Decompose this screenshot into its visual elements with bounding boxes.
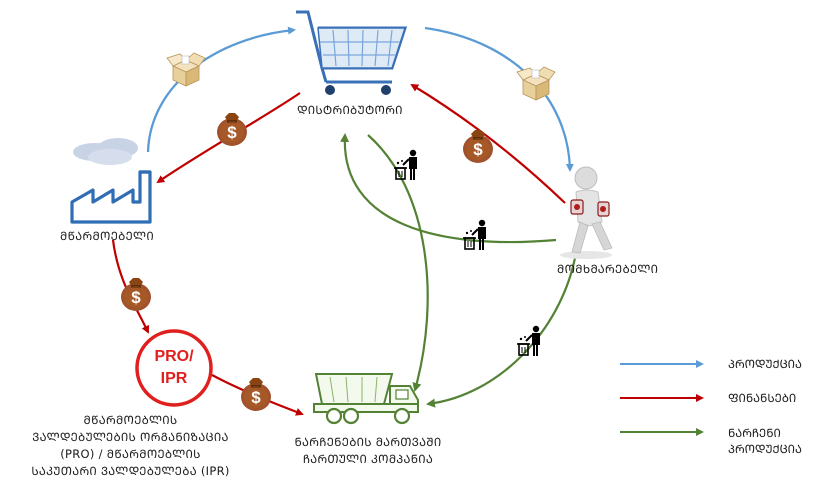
pro-ipr-caption-line: (PRO) / ᲛᲬᲐᲠᲛᲝᲔᲑᲚᲘᲡ [60, 447, 201, 461]
legend-arrowhead-waste [696, 428, 704, 436]
waste-company-label-line: ᲩᲐᲠᲗᲣᲚᲘ ᲙᲝᲛᲞᲐᲜᲘᲐ [302, 452, 434, 466]
pro-ipr-caption-line: ᲡᲐᲙᲣᲗᲐᲠᲘ ᲕᲐᲚᲓᲔᲑᲣᲚᲔᲑᲐ (IPR) [31, 464, 230, 478]
waste-arrow-consumer-to-waste-company [426, 257, 577, 408]
shopping-cart-icon [296, 10, 408, 95]
box-icon [166, 52, 206, 87]
producer-label: ᲛᲬᲐᲠᲛᲝᲔᲑᲔᲚᲘ [60, 229, 154, 243]
pro-ipr-caption-line: ᲕᲐᲚᲓᲔᲑᲣᲚᲔᲑᲘᲡ ᲝᲠᲒᲐᲜᲘᲖᲐᲪᲘᲐ [32, 430, 229, 444]
product-arrow-distributor-to-consumer [424, 26, 574, 172]
money-bag-icon [241, 378, 271, 411]
trash-bin-icon [516, 324, 541, 357]
waste-company-label: ᲜᲐᲠᲩᲔᲜᲔᲑᲘᲡ ᲛᲐᲠᲗᲕᲐᲨᲘ ᲩᲐᲠᲗᲣᲚᲘ ᲙᲝᲛᲞᲐᲜᲘᲐ [268, 434, 468, 468]
legend-label-waste: ᲜᲐᲠᲩᲔᲜᲘ ᲞᲠᲝᲓᲣᲥᲪᲘᲐ [728, 426, 802, 456]
trash-bin-icon [393, 148, 418, 181]
pro-ipr-badge-line1: PRO/ [154, 348, 194, 365]
pro-ipr-badge: PRO/ IPR [135, 329, 213, 407]
waste-arrow-consumer-to-distributor [340, 133, 557, 244]
truck-icon [313, 373, 419, 425]
money-bag-icon [121, 278, 151, 311]
legend [620, 360, 704, 436]
legend-arrowhead-finance [696, 394, 704, 402]
money-bag-icon [463, 130, 493, 163]
factory-icon [70, 138, 152, 224]
consumer-label: ᲛᲝᲛᲮᲛᲐᲠᲔᲑᲔᲚᲘ [557, 262, 659, 276]
pro-ipr-badge-line2: IPR [161, 370, 188, 387]
box-icon [516, 66, 556, 101]
legend-label-finance: ᲤᲘᲜᲐᲜᲡᲔᲑᲘ [728, 391, 797, 405]
person-icon [560, 166, 613, 259]
waste-company-label-line: ᲜᲐᲠᲩᲔᲜᲔᲑᲘᲡ ᲛᲐᲠᲗᲕᲐᲨᲘ [294, 435, 442, 449]
trash-bin-icon [462, 218, 487, 251]
distributor-label: ᲓᲘᲡᲢᲠᲘᲑᲣᲢᲝᲠᲘ [297, 103, 403, 117]
pro-ipr-caption-line: ᲛᲬᲐᲠᲛᲝᲔᲑᲚᲘᲡ [83, 413, 178, 427]
legend-label-product: ᲞᲠᲝᲓᲣᲥᲪᲘᲐ [728, 357, 802, 371]
legend-arrowhead-product [696, 360, 704, 368]
finance-arrow-consumer-to-distributor [410, 83, 566, 204]
pro-ipr-caption: ᲛᲬᲐᲠᲛᲝᲔᲑᲚᲘᲡ ᲕᲐᲚᲓᲔᲑᲣᲚᲔᲑᲘᲡ ᲝᲠᲒᲐᲜᲘᲖᲐᲪᲘᲐ (PR… [8, 412, 253, 480]
money-bag-icon [217, 113, 247, 146]
waste-arrow-distributor-to-waste-company [367, 134, 429, 392]
